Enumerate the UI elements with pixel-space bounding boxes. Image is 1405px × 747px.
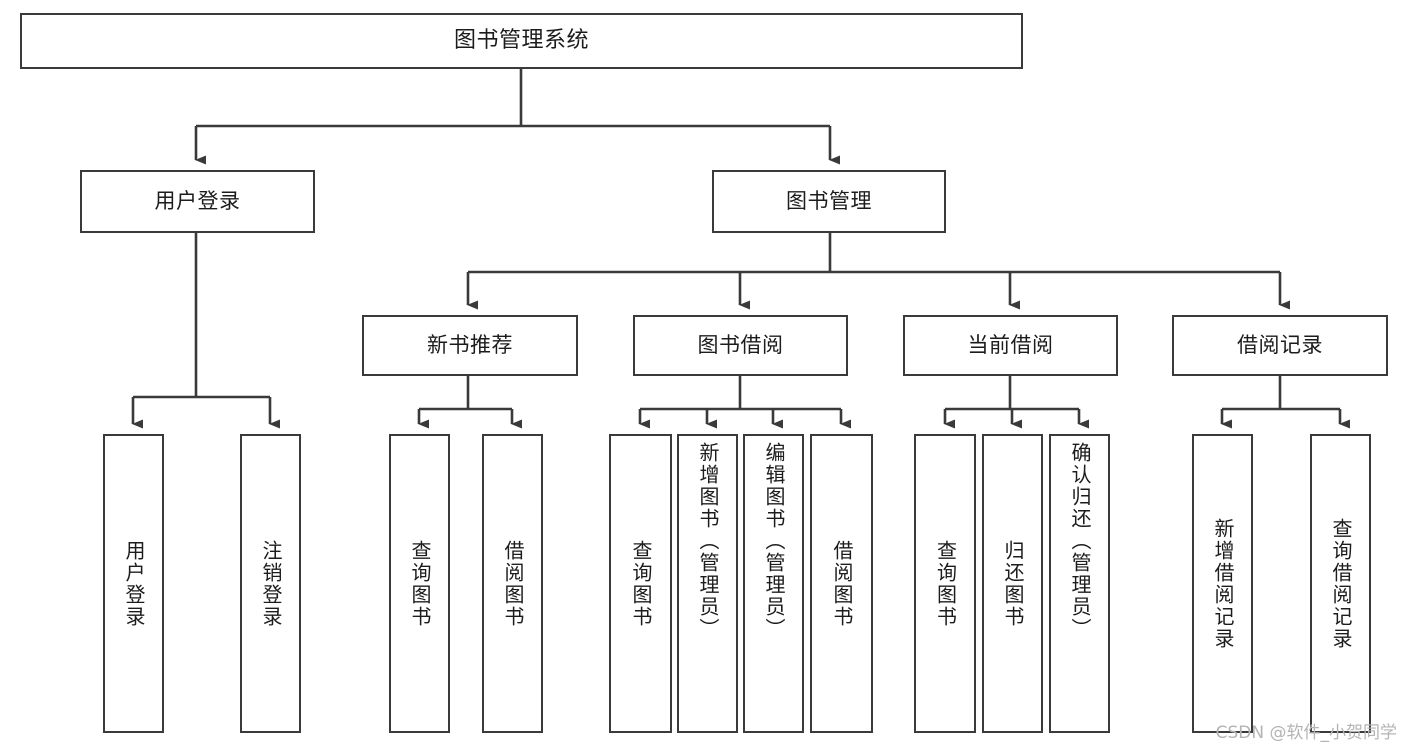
node-user-login-label: 用户登录 xyxy=(154,188,241,213)
leaf-borrow-query-book-label: 查询图书 xyxy=(629,539,653,628)
leaf-user-login-login[interactable]: 用户登录 xyxy=(103,434,164,733)
node-book-borrow[interactable]: 图书借阅 xyxy=(633,315,848,376)
leaf-current-query-book[interactable]: 查询图书 xyxy=(914,434,976,733)
leaf-record-add-record[interactable]: 新增借阅记录 xyxy=(1192,434,1253,733)
leaf-borrow-add-book-admin-label: 新增图书（管理员） xyxy=(696,442,720,640)
node-new-book-recommend[interactable]: 新书推荐 xyxy=(362,315,578,376)
node-root-label: 图书管理系统 xyxy=(453,27,589,53)
leaf-record-query-record[interactable]: 查询借阅记录 xyxy=(1310,434,1371,733)
leaf-user-login-logout-label: 注销登录 xyxy=(259,539,283,628)
leaf-current-confirm-return-admin-label: 确认归还（管理员） xyxy=(1068,442,1092,640)
leaf-current-return-book-label: 归还图书 xyxy=(1001,539,1025,628)
node-borrow-record[interactable]: 借阅记录 xyxy=(1172,315,1388,376)
leaf-current-confirm-return-admin[interactable]: 确认归还（管理员） xyxy=(1049,434,1110,733)
node-new-book-recommend-label: 新书推荐 xyxy=(427,332,513,357)
node-borrow-record-label: 借阅记录 xyxy=(1237,332,1323,357)
leaf-borrow-borrow-book-label: 借阅图书 xyxy=(830,539,854,628)
node-book-management-label: 图书管理 xyxy=(786,188,872,213)
node-current-borrow-label: 当前借阅 xyxy=(967,332,1054,357)
node-current-borrow[interactable]: 当前借阅 xyxy=(903,315,1118,376)
leaf-current-query-book-label: 查询图书 xyxy=(933,539,958,628)
leaf-borrow-add-book-admin[interactable]: 新增图书（管理员） xyxy=(677,434,738,733)
leaf-recommend-query-book-label: 查询图书 xyxy=(408,539,432,628)
node-root[interactable]: 图书管理系统 xyxy=(20,13,1023,69)
node-user-login[interactable]: 用户登录 xyxy=(80,170,315,233)
leaf-borrow-query-book[interactable]: 查询图书 xyxy=(609,434,672,733)
node-book-borrow-label: 图书借阅 xyxy=(697,332,784,357)
leaf-current-return-book[interactable]: 归还图书 xyxy=(982,434,1043,733)
leaf-user-login-login-label: 用户登录 xyxy=(122,539,146,628)
leaf-record-add-record-label: 新增借阅记录 xyxy=(1211,517,1235,650)
leaf-borrow-edit-book-admin[interactable]: 编辑图书（管理员） xyxy=(743,434,804,733)
leaf-record-query-record-label: 查询借阅记录 xyxy=(1329,517,1353,650)
leaf-recommend-borrow-book-label: 借阅图书 xyxy=(501,539,525,628)
leaf-recommend-query-book[interactable]: 查询图书 xyxy=(389,434,450,733)
node-book-management[interactable]: 图书管理 xyxy=(712,170,946,233)
leaf-borrow-borrow-book[interactable]: 借阅图书 xyxy=(810,434,873,733)
leaf-borrow-edit-book-admin-label: 编辑图书（管理员） xyxy=(762,442,786,640)
leaf-recommend-borrow-book[interactable]: 借阅图书 xyxy=(482,434,543,733)
leaf-user-login-logout[interactable]: 注销登录 xyxy=(240,434,301,733)
